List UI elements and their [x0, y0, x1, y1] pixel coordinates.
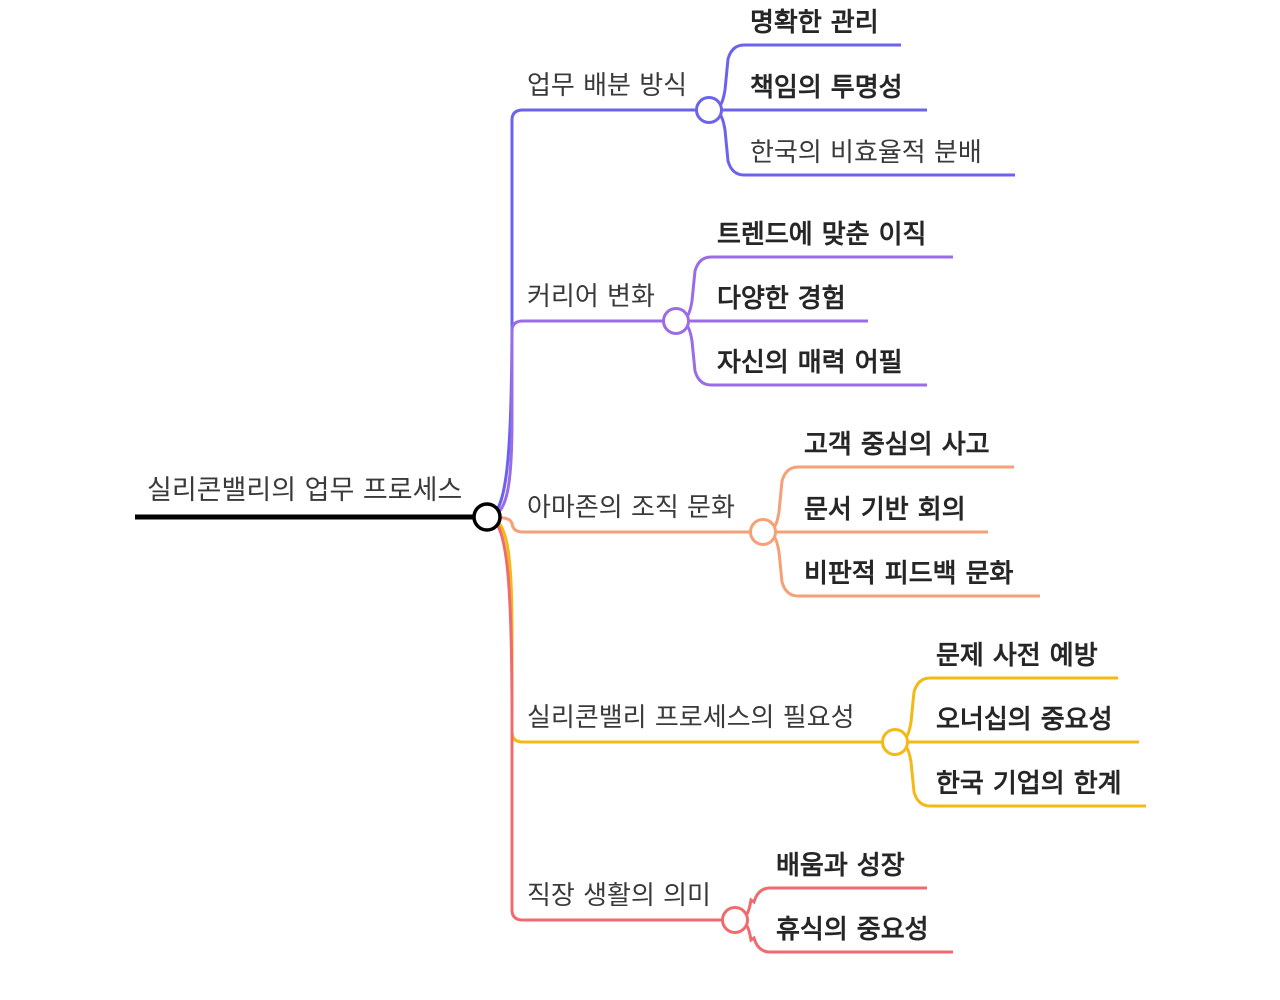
leaf-label-career-change-0: 트렌드에 맞춘 이직 [717, 220, 926, 250]
branch-label-career-change: 커리어 변화 [527, 282, 655, 312]
branch-node-amazon-culture[interactable] [749, 518, 777, 546]
leaf-label-work-life-meaning-1: 휴식의 중요성 [776, 915, 929, 945]
leaf-label-amazon-culture-0: 고객 중심의 사고 [804, 430, 990, 460]
branch-node-work-life-meaning[interactable] [721, 906, 749, 934]
branch-line-amazon-culture [486, 515, 763, 534]
root-node[interactable] [472, 502, 502, 532]
branch-line-career-change [486, 319, 676, 519]
leaf-label-amazon-culture-2: 비판적 피드백 문화 [804, 559, 1014, 589]
branch-line-work-life-meaning [486, 515, 735, 922]
leaf-label-work-life-meaning-0: 배움과 성장 [776, 851, 905, 881]
leaf-label-work-distribution-2: 한국의 비효율적 분배 [750, 138, 982, 168]
branch-label-work-life-meaning: 직장 생활의 의미 [527, 881, 711, 911]
branch-node-work-distribution[interactable] [695, 96, 723, 124]
branch-label-work-distribution: 업무 배분 방식 [527, 71, 687, 101]
branch-node-career-change[interactable] [662, 307, 690, 335]
branch-label-amazon-culture: 아마존의 조직 문화 [527, 493, 735, 523]
node-circles [472, 96, 909, 934]
leaf-label-process-need-0: 문제 사전 예방 [936, 641, 1098, 671]
leaf-label-amazon-culture-1: 문서 기반 회의 [804, 495, 966, 525]
branch-node-process-need[interactable] [881, 728, 909, 756]
leaf-label-career-change-2: 자신의 매력 어필 [717, 348, 903, 378]
root-label: 실리콘밸리의 업무 프로세스 [147, 475, 462, 506]
branch-label-process-need: 실리콘밸리 프로세스의 필요성 [527, 703, 855, 733]
leaf-label-process-need-1: 오너십의 중요성 [936, 705, 1113, 735]
leaf-label-work-distribution-0: 명확한 관리 [750, 8, 879, 38]
leaf-label-work-distribution-1: 책임의 투명성 [750, 73, 903, 103]
leaf-label-process-need-2: 한국 기업의 한계 [936, 769, 1122, 799]
leaf-label-career-change-1: 다양한 경험 [717, 284, 846, 314]
